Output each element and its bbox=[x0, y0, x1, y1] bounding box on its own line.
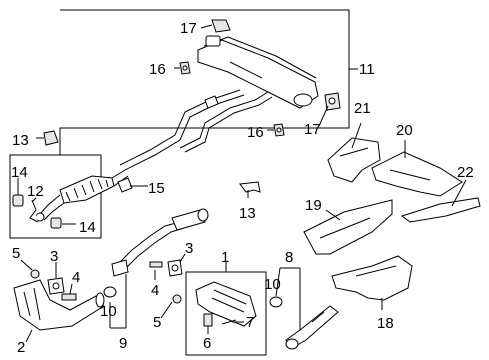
callout-10-left: 10 bbox=[100, 303, 117, 320]
heat-shield-20 bbox=[371, 151, 463, 197]
callout-21: 21 bbox=[354, 100, 371, 117]
callout-7: 7 bbox=[246, 314, 254, 331]
hanger-17-bottom bbox=[324, 92, 341, 111]
stud-4-left bbox=[61, 293, 77, 301]
gasket-3-left bbox=[47, 277, 65, 295]
callout-14-top: 14 bbox=[11, 164, 28, 181]
heat-shield-19 bbox=[303, 199, 393, 255]
callout-labels: 17 16 11 17 16 13 14 12 14 15 13 21 20 2… bbox=[11, 20, 474, 356]
intermediate-pipe bbox=[119, 89, 273, 171]
gasket-3-right bbox=[167, 259, 183, 277]
callout-5-right: 5 bbox=[153, 314, 161, 331]
front-pipe bbox=[285, 305, 339, 350]
callout-2: 2 bbox=[17, 339, 25, 356]
stud-4-right bbox=[149, 261, 163, 268]
heat-shield-21 bbox=[327, 137, 381, 183]
rear-muffler bbox=[197, 35, 319, 109]
callout-13-left: 13 bbox=[12, 132, 29, 149]
callout-19: 19 bbox=[305, 197, 322, 214]
isolator-14-top bbox=[12, 194, 24, 207]
front-pipe-assembly bbox=[35, 169, 129, 222]
center-pipe bbox=[111, 208, 209, 277]
catalytic-converter bbox=[195, 281, 257, 327]
hanger-16-top bbox=[179, 61, 191, 75]
callout-20: 20 bbox=[396, 122, 413, 139]
callout-4-left: 4 bbox=[72, 269, 80, 286]
manifold-converter bbox=[13, 279, 105, 331]
callout-13-center: 13 bbox=[239, 205, 256, 222]
callout-3-left: 3 bbox=[50, 248, 58, 265]
hanger-16-bottom bbox=[273, 123, 285, 137]
callout-6: 6 bbox=[203, 335, 211, 352]
nut-5-left bbox=[30, 269, 40, 279]
isolator-13-left bbox=[43, 130, 59, 146]
clamp-10-right bbox=[269, 296, 283, 308]
callout-17-bottom: 17 bbox=[304, 121, 321, 138]
callout-15: 15 bbox=[148, 180, 165, 197]
callout-12: 12 bbox=[27, 183, 44, 200]
isolator-14-bottom bbox=[50, 217, 62, 229]
callout-4-right: 4 bbox=[151, 282, 159, 299]
hanger-17-top bbox=[211, 19, 231, 33]
callout-22: 22 bbox=[457, 164, 474, 181]
callout-1: 1 bbox=[221, 249, 229, 266]
nut-5-right bbox=[172, 294, 182, 304]
bracket-13-center bbox=[239, 181, 261, 193]
callout-17-top: 17 bbox=[180, 20, 197, 37]
callout-3-right: 3 bbox=[185, 240, 193, 257]
heat-shield-18 bbox=[331, 255, 413, 301]
clamp-10-left bbox=[103, 286, 117, 298]
leader-lines bbox=[17, 24, 467, 343]
callout-16-bottom: 16 bbox=[247, 124, 264, 141]
callout-8: 8 bbox=[285, 249, 293, 266]
bracket-15 bbox=[117, 177, 133, 193]
callout-10-right: 10 bbox=[264, 276, 281, 293]
callout-9: 9 bbox=[119, 335, 127, 352]
bracket-12 bbox=[29, 199, 39, 223]
heat-shield-22 bbox=[400, 197, 481, 223]
callout-5-left: 5 bbox=[12, 245, 20, 262]
callout-16-top: 16 bbox=[149, 61, 166, 78]
callout-14-bottom: 14 bbox=[79, 219, 96, 236]
callout-18: 18 bbox=[377, 315, 394, 332]
callout-11: 11 bbox=[359, 61, 375, 78]
